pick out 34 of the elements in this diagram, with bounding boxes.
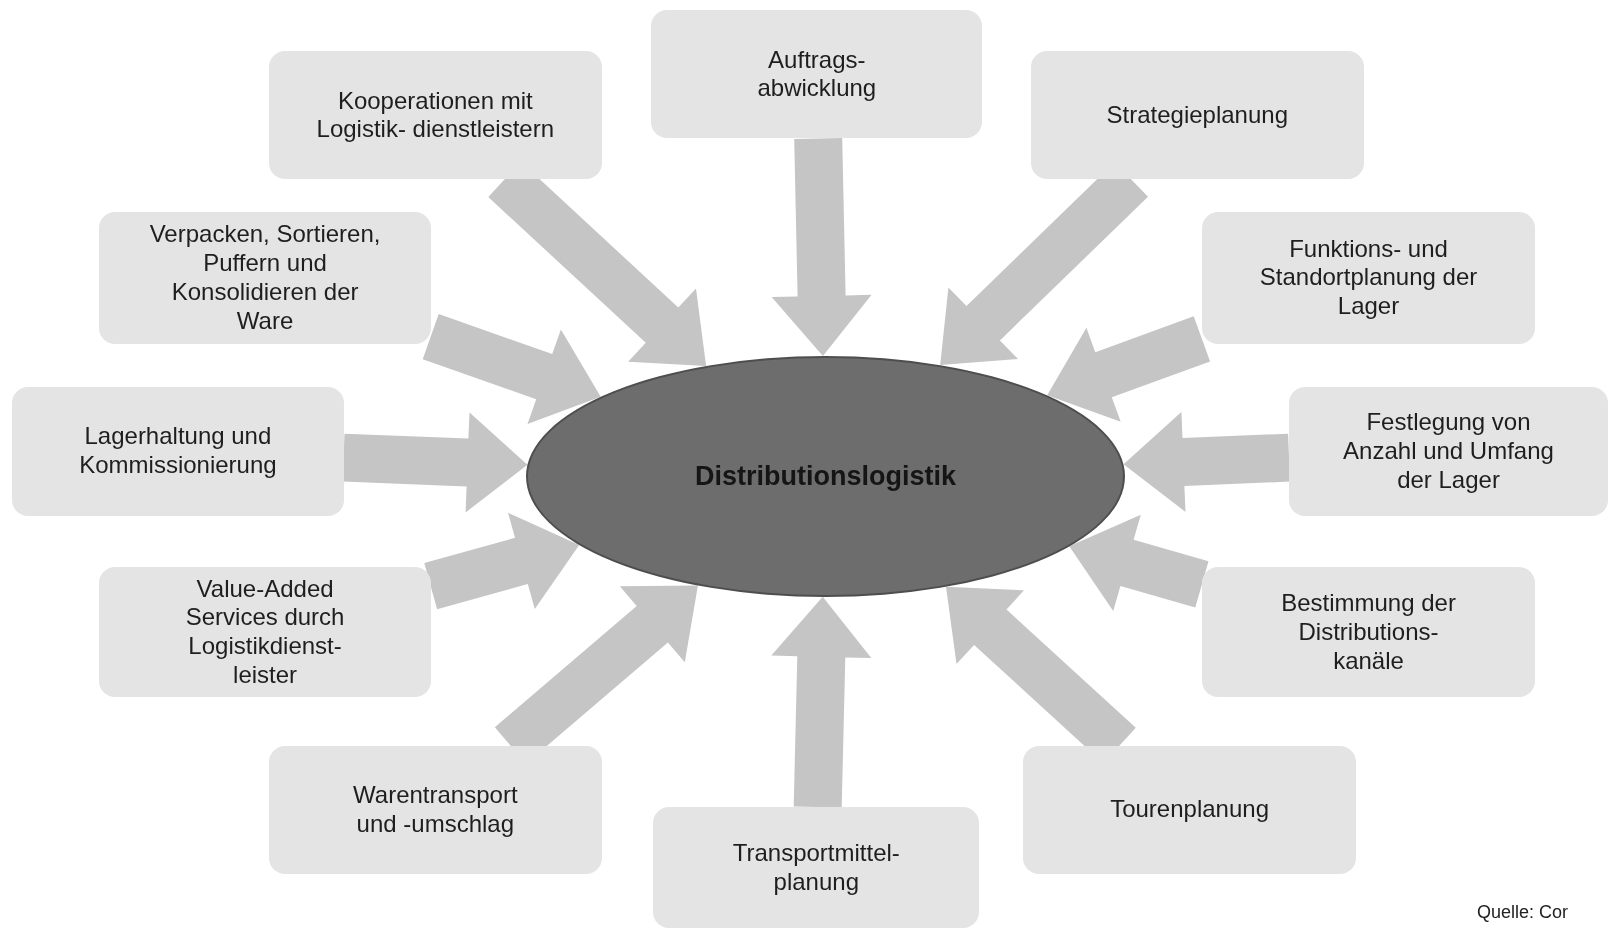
topic-label: Lagerhaltung und Kommissionierung: [78, 422, 278, 480]
block-arrow: [771, 596, 872, 808]
topic-box: [268, 51, 602, 180]
block-arrow: [1069, 514, 1209, 611]
topic-box: [1201, 212, 1536, 344]
topic-box: [651, 10, 983, 139]
block-arrow: [1047, 316, 1211, 422]
topic-box: [1289, 386, 1608, 516]
topic-label: Auftrags- abwicklung: [756, 45, 878, 104]
block-arrow: [771, 137, 872, 356]
topic-label: Funktions- und Standortplanung der Lager: [1258, 234, 1479, 322]
topic-label: Bestimmung der Distributions- kanäle: [1280, 589, 1457, 676]
topic-box: [99, 212, 431, 344]
block-arrow: [342, 412, 528, 513]
block-arrow: [422, 313, 601, 424]
topic-label: Verpacken, Sortieren, Puffern und Konsolidieren der Ware: [148, 220, 382, 336]
topic-box: [99, 567, 431, 698]
topic-box: [268, 745, 602, 874]
center-title: Distributionslogistik: [695, 460, 957, 493]
topic-box: [1030, 51, 1364, 180]
topic-label: Value-Added Services durch Logistikdienst- leister: [184, 574, 346, 690]
topic-box: [12, 386, 344, 516]
block-arrow: [1123, 412, 1290, 512]
topic-box: [653, 807, 980, 928]
topic-label: Festlegung von Anzahl und Umfang der Lager: [1342, 408, 1555, 495]
topic-label: Tourenplanung: [1110, 795, 1269, 824]
topic-box: [1201, 567, 1536, 698]
source-note: Quelle: Cor: [1477, 902, 1569, 923]
topic-label: Kooperationen mit Logistik- dienstleistern: [315, 86, 556, 145]
topic-label: Strategieplanung: [1106, 100, 1288, 130]
topic-label: Transportmittel- planung: [731, 838, 901, 897]
topic-box: [1023, 745, 1356, 874]
topic-label: Warentransport und -umschlag: [352, 780, 519, 839]
block-arrow: [424, 512, 580, 610]
